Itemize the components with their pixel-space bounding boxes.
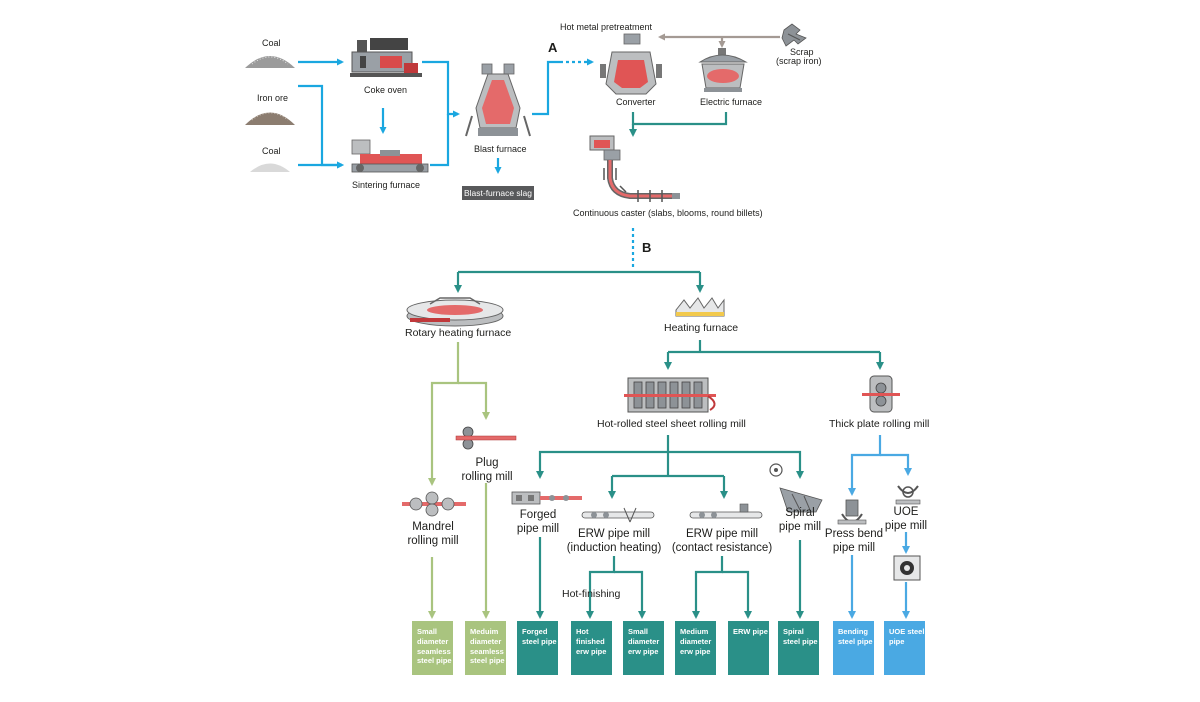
product-erw: ERW pipe [728, 621, 769, 675]
label-erw-induction-line1: ERW pipe mill [578, 528, 650, 540]
label-heating-furnace: Heating furnace [664, 322, 739, 334]
erw-induction-mill-icon [581, 507, 655, 523]
label-erw-contact-line1: ERW pipe mill [686, 528, 758, 540]
thick-plate-mill-icon [862, 375, 900, 413]
converter-icon [600, 33, 662, 95]
plug-mill-icon [455, 426, 517, 450]
label-converter: Converter [616, 97, 656, 107]
blast-furnace-icon [465, 63, 531, 137]
seamless-arrows [428, 342, 490, 619]
forged-mill-icon [511, 491, 582, 505]
label-coke-oven: Coke oven [364, 85, 408, 95]
label-uoe-mill: UOE pipe mill [876, 506, 936, 534]
label-continuous-caster: Continuous caster (slabs, blooms, round … [573, 208, 763, 218]
label-forged-line1: Forged [519, 509, 557, 521]
mandrel-mill-icon [402, 491, 466, 517]
label-erw-contact-mill: ERW pipe mill (contact resistance) [670, 528, 774, 556]
hot-rolled-arrows [536, 435, 804, 619]
label-plug-mill: Plug rolling mill [452, 457, 522, 485]
label-press-bend-line1: Press bend [824, 528, 884, 540]
steelmaking-arrows [629, 112, 728, 137]
coke-oven-icon [350, 38, 422, 77]
label-a: A [548, 40, 558, 55]
blast-furnace-slag-box: Blast-furnace slag [462, 186, 534, 200]
erw-contact-mill-icon [689, 503, 763, 519]
label-electric-furnace: Electric furnace [700, 97, 763, 107]
label-plug-line2: rolling mill [461, 470, 513, 483]
coal-pile-top-icon [245, 56, 295, 68]
label-iron-ore: Iron ore [257, 93, 289, 103]
label-press-bend-mill: Press bend pipe mill [822, 528, 886, 556]
label-rotary-heating-furnace: Rotary heating furnace [405, 327, 512, 339]
heating-split-arrows [454, 270, 884, 370]
scrap-icon [781, 23, 807, 47]
product-uoe: UOE steel pipe [884, 621, 925, 675]
label-blast-furnace: Blast furnace [474, 144, 527, 154]
label-hot-finishing: Hot-finishing [562, 588, 621, 600]
label-forged-line2: pipe mill [516, 522, 560, 535]
product-small-erw: Small diameter erw pipe [623, 621, 664, 675]
product-medium-seamless: Meduim diameter seamless steel pipe [465, 621, 506, 675]
product-bending: Bending steel pipe [833, 621, 874, 675]
label-plug-line1: Plug [475, 457, 499, 469]
label-sintering-furnace: Sintering furnace [352, 180, 421, 190]
label-scrap: Scrap [790, 47, 814, 57]
uoe-expander-icon [893, 555, 921, 581]
label-press-bend-line2: pipe mill [832, 541, 876, 554]
label-hot-metal-pretreatment: Hot metal pretreatment [560, 22, 653, 32]
hot-rolled-mill-icon [624, 377, 716, 413]
product-small-seamless: Small diameter seamless steel pipe [412, 621, 453, 675]
product-medium-erw: Medium diameter erw pipe [675, 621, 716, 675]
product-forged: Forged steel pipe [517, 621, 558, 675]
label-forged-mill: Forged pipe mill [510, 509, 566, 537]
coal-pile-bottom-icon [250, 163, 290, 172]
upstream-arrows [298, 58, 594, 174]
electric-furnace-icon [698, 48, 748, 92]
heating-furnace-icon [675, 297, 725, 317]
label-hot-rolled-mill: Hot-rolled steel sheet rolling mill [597, 418, 746, 430]
iron-ore-pile-icon [245, 112, 295, 125]
label-spiral-line1: Spiral [785, 507, 815, 519]
press-bend-mill-icon [837, 499, 867, 525]
label-erw-induction-mill: ERW pipe mill (induction heating) [564, 528, 664, 556]
spiral-mill-icon [769, 463, 823, 513]
label-mandrel-mill: Mandrel rolling mill [398, 521, 468, 549]
label-mandrel-line1: Mandrel [412, 521, 454, 533]
label-spiral-mill: Spiral pipe mill [770, 507, 830, 535]
label-thick-plate-mill: Thick plate rolling mill [829, 418, 930, 430]
label-mandrel-line2: rolling mill [407, 534, 459, 547]
continuous-caster-icon [589, 135, 680, 202]
product-spiral: Spiral steel pipe [778, 621, 819, 675]
label-uoe-line1: UOE [893, 506, 919, 518]
label-erw-induction-line2: (induction heating) [566, 541, 662, 554]
label-spiral-line2: pipe mill [778, 520, 822, 533]
product-hot-finished-erw: Hot finished erw pipe [571, 621, 612, 675]
scrap-arrows [658, 33, 780, 48]
label-b: B [642, 240, 652, 255]
label-erw-contact-line2: (contact resistance) [671, 541, 773, 554]
label-uoe-line2: pipe mill [884, 519, 928, 532]
label-coal-top: Coal [262, 38, 281, 48]
sintering-furnace-icon [351, 139, 429, 173]
thick-plate-arrows [848, 435, 912, 619]
label-coal-bottom: Coal [262, 146, 281, 156]
uoe-mill-icon [895, 485, 921, 505]
label-scrap-iron: (scrap iron) [776, 56, 822, 66]
rotary-heating-furnace-icon [406, 297, 504, 327]
